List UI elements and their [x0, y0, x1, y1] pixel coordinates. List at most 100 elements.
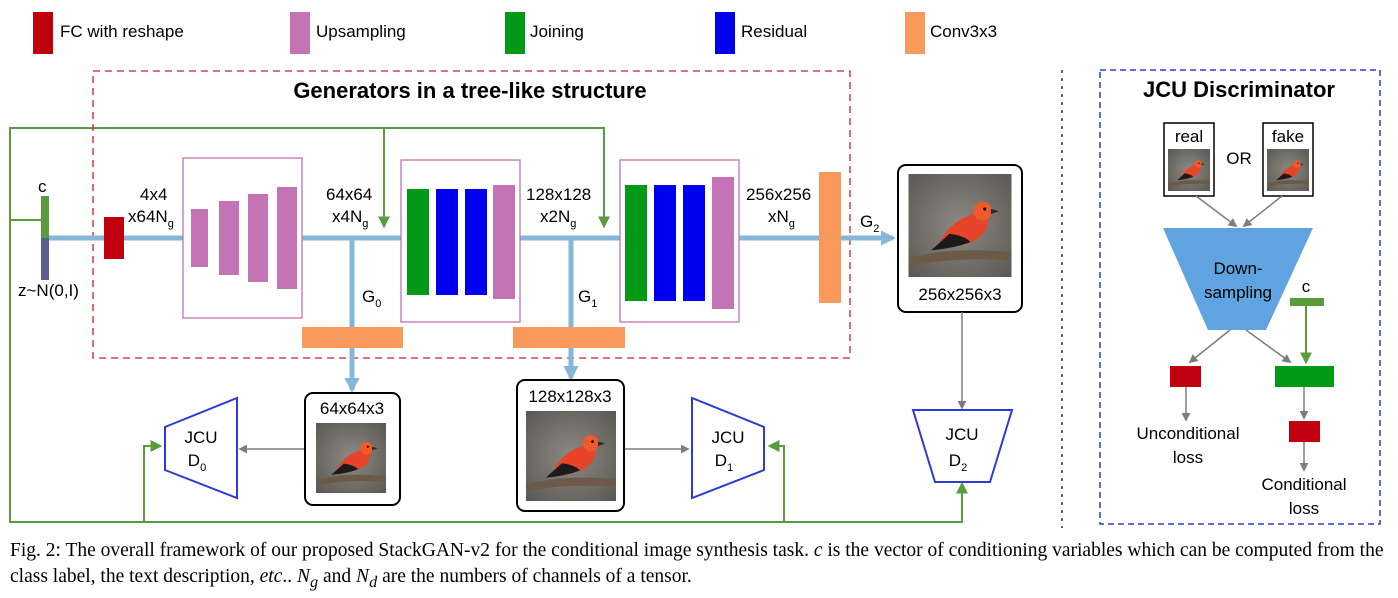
svg-text:D2: D2 [949, 451, 967, 474]
discriminator-d0: JCU D0 [164, 396, 238, 500]
real-bird-image [1168, 149, 1210, 191]
residual-block [654, 185, 676, 301]
arrow-down-to-cond [1245, 329, 1292, 364]
conv3x3-block-g1 [513, 327, 625, 348]
output-256: 256x256x3 [897, 164, 1023, 313]
z-input-label: z~N(0,I) [18, 281, 79, 300]
legend-label-conv3x3: Conv3x3 [930, 22, 997, 41]
svg-text:xNg: xNg [768, 207, 795, 230]
branch-label-g2: G2 [860, 212, 879, 235]
output-128: 128x128x3 [516, 379, 625, 512]
figure-caption: Fig. 2: The overall framework of our pro… [10, 540, 1384, 591]
svg-text:JCU: JCU [945, 425, 978, 444]
stage2-label: 128x128 x2Ng [526, 185, 591, 230]
generator-box [92, 70, 851, 359]
jcu-panel-title: JCU Discriminator [1143, 77, 1335, 102]
downsampling-block [1163, 228, 1313, 330]
fc-reshape-block [104, 217, 124, 259]
z-input-bar [41, 238, 49, 280]
conv3x3-block-g0 [302, 327, 403, 348]
svg-text:loss: loss [1173, 448, 1203, 467]
jcu-c-bar [1290, 298, 1324, 306]
legend-swatch-joining [505, 12, 525, 54]
legend-swatch-fc-reshape [33, 12, 53, 54]
svg-text:JCU: JCU [184, 428, 217, 447]
joining-block [625, 185, 647, 301]
legend: FC with reshape Upsampling Joining Resid… [33, 12, 997, 54]
discriminator-d1: JCU D1 [691, 396, 765, 500]
branch-label-g0: G0 [362, 287, 381, 310]
svg-text:sampling: sampling [1204, 283, 1272, 302]
legend-label-upsampling: Upsampling [316, 22, 406, 41]
fake-bird-image [1267, 149, 1309, 191]
svg-text:x4Ng: x4Ng [332, 207, 368, 230]
svg-text:128x128: 128x128 [526, 185, 591, 204]
conv3x3-block-g2 [819, 172, 841, 303]
legend-label-joining: Joining [530, 22, 584, 41]
svg-text:D0: D0 [188, 451, 206, 474]
svg-text:Down-: Down- [1213, 259, 1262, 278]
svg-text:D1: D1 [715, 451, 733, 474]
stage0-label: 4x4 x64Ng [128, 185, 174, 230]
c-input-bar [41, 196, 49, 238]
legend-label-residual: Residual [741, 22, 807, 41]
uncond-fc-block [1170, 366, 1201, 387]
joining-block-jcu [1275, 366, 1334, 387]
svg-text:256x256x3: 256x256x3 [918, 285, 1001, 304]
condition-line-to-d2 [784, 481, 968, 523]
upsampling-block [219, 201, 239, 275]
legend-swatch-upsampling [290, 12, 310, 54]
upsampling-block [493, 185, 515, 299]
upsampling-block [248, 194, 268, 282]
upsampling-block [277, 187, 297, 289]
output-64: 64x64x3 [304, 392, 401, 506]
jcu-c-label: c [1302, 277, 1311, 296]
jcu-panel: JCU Discriminator real OR fake Down- sam… [1099, 69, 1381, 525]
legend-swatch-conv3x3 [905, 12, 925, 54]
c-input-label: c [38, 177, 47, 196]
arrow-real-to-down [1195, 195, 1238, 228]
legend-label-fc-reshape: FC with reshape [60, 22, 184, 41]
arrow-down-to-uncond [1188, 329, 1231, 364]
svg-text:fake: fake [1272, 127, 1304, 146]
svg-text:4x4: 4x4 [140, 185, 167, 204]
svg-text:x64Ng: x64Ng [128, 207, 174, 230]
svg-text:256x256: 256x256 [746, 185, 811, 204]
arrow-fake-to-down [1242, 195, 1283, 228]
svg-text:Unconditional: Unconditional [1136, 424, 1239, 443]
stage2-group [619, 159, 740, 323]
branch-label-g1: G1 [578, 287, 597, 310]
residual-block [436, 189, 458, 295]
svg-text:loss: loss [1289, 499, 1319, 518]
generator-title: Generators in a tree-like structure [293, 78, 646, 103]
stage1-label: 64x64 x4Ng [326, 185, 372, 230]
svg-text:64x64x3: 64x64x3 [320, 399, 384, 418]
bird-image-64 [316, 423, 386, 493]
cond-fc-block [1289, 421, 1320, 442]
svg-text:64x64: 64x64 [326, 185, 372, 204]
upsampling-group-0 [182, 157, 303, 319]
condition-lines [9, 127, 968, 523]
svg-text:real: real [1175, 127, 1203, 146]
svg-text:Conditional: Conditional [1261, 475, 1346, 494]
stage3-label: 256x256 xNg [746, 185, 811, 230]
legend-swatch-residual [715, 12, 735, 54]
bird-image-128 [526, 411, 616, 501]
stage1-group [400, 159, 521, 323]
condition-line-to-stage2 [384, 127, 610, 229]
joining-block [407, 189, 429, 295]
condition-line-to-d0 [143, 440, 163, 522]
condition-line-bottom [9, 128, 144, 523]
residual-block [683, 185, 705, 301]
svg-text:128x128x3: 128x128x3 [528, 387, 611, 406]
discriminator-d2: JCU D2 [911, 409, 1014, 483]
bird-image-256 [908, 174, 1012, 277]
upsampling-block [191, 209, 208, 267]
residual-block [465, 189, 487, 295]
svg-text:x2Ng: x2Ng [540, 207, 576, 230]
upsampling-block [712, 177, 734, 309]
condition-line-to-d1 [144, 440, 785, 523]
svg-text:JCU: JCU [711, 428, 744, 447]
or-label: OR [1226, 149, 1252, 168]
